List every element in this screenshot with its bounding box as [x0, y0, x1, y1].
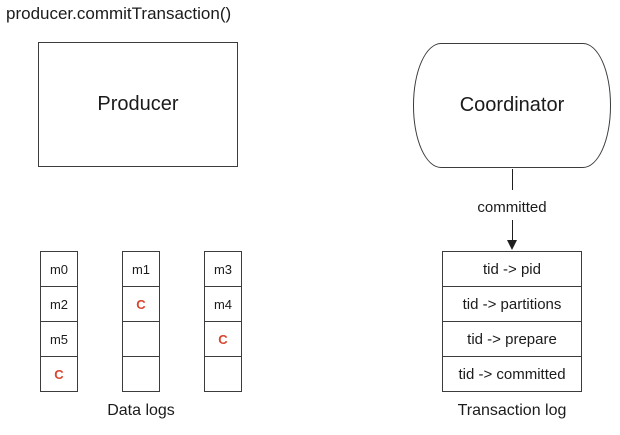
producer-label: Producer: [97, 93, 179, 115]
message-cell: m1: [122, 251, 160, 287]
commit-marker-cell: C: [40, 356, 78, 392]
message-cell: m5: [40, 321, 78, 357]
connector-label: committed: [477, 199, 547, 216]
empty-cell: [204, 356, 242, 392]
coordinator-node: Coordinator: [413, 43, 611, 168]
coordinator-label: Coordinator: [459, 94, 565, 116]
producer-node: Producer: [38, 42, 238, 167]
connector-line-lower: [512, 220, 513, 241]
transaction-log-row: tid -> partitions: [442, 286, 582, 322]
commit-marker-cell: C: [122, 286, 160, 322]
data-logs-caption: Data logs: [107, 402, 175, 419]
message-cell: m2: [40, 286, 78, 322]
message-cell: m0: [40, 251, 78, 287]
commit-marker-cell: C: [204, 321, 242, 357]
empty-cell: [122, 321, 160, 357]
connector-line-upper: [512, 169, 513, 190]
transaction-log-row: tid -> pid: [442, 251, 582, 287]
arrow-down-icon: [507, 240, 517, 250]
empty-cell: [122, 356, 160, 392]
diagram-title: producer.commitTransaction(): [6, 4, 232, 23]
transaction-log-row: tid -> prepare: [442, 321, 582, 357]
transaction-log-row: tid -> committed: [442, 356, 582, 392]
message-cell: m4: [204, 286, 242, 322]
message-cell: m3: [204, 251, 242, 287]
transaction-log-caption: Transaction log: [457, 402, 567, 419]
